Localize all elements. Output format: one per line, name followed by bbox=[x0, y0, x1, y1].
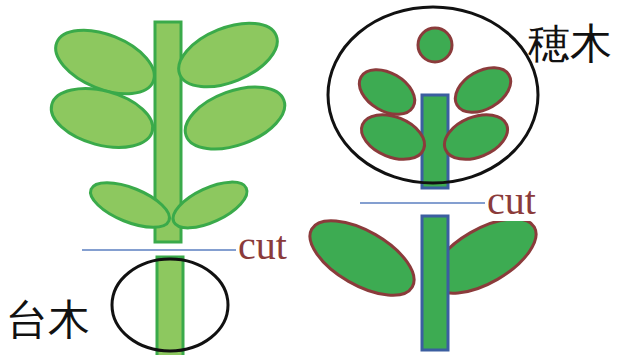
stem bbox=[157, 257, 183, 355]
label-holder: cut bbox=[236, 226, 289, 266]
circle-outline bbox=[326, 5, 540, 185]
cut-line bbox=[360, 202, 505, 204]
part-name: 台木 bbox=[6, 299, 90, 341]
grafting-region-circle: 穂木 bbox=[326, 5, 540, 185]
bud bbox=[418, 28, 452, 62]
leaf bbox=[45, 78, 159, 157]
leaf bbox=[448, 59, 519, 122]
leaf bbox=[170, 10, 287, 99]
cut-label: cut bbox=[236, 226, 289, 266]
cut-line bbox=[82, 249, 240, 251]
leaf bbox=[177, 75, 293, 161]
cut-label: cut bbox=[485, 181, 538, 221]
leaf bbox=[298, 206, 425, 311]
label-holder: cut bbox=[485, 181, 538, 221]
circle-outline bbox=[110, 257, 230, 353]
leaf bbox=[355, 106, 431, 168]
circle-outline-shape bbox=[328, 7, 538, 183]
stem bbox=[422, 216, 448, 350]
part-name: 穂木 bbox=[528, 23, 612, 65]
right-plant bbox=[298, 28, 547, 350]
leaf bbox=[438, 106, 514, 168]
grafting-region-circle: 台木 bbox=[110, 257, 230, 353]
leaf bbox=[85, 174, 176, 237]
circle-outline-shape bbox=[112, 259, 228, 351]
